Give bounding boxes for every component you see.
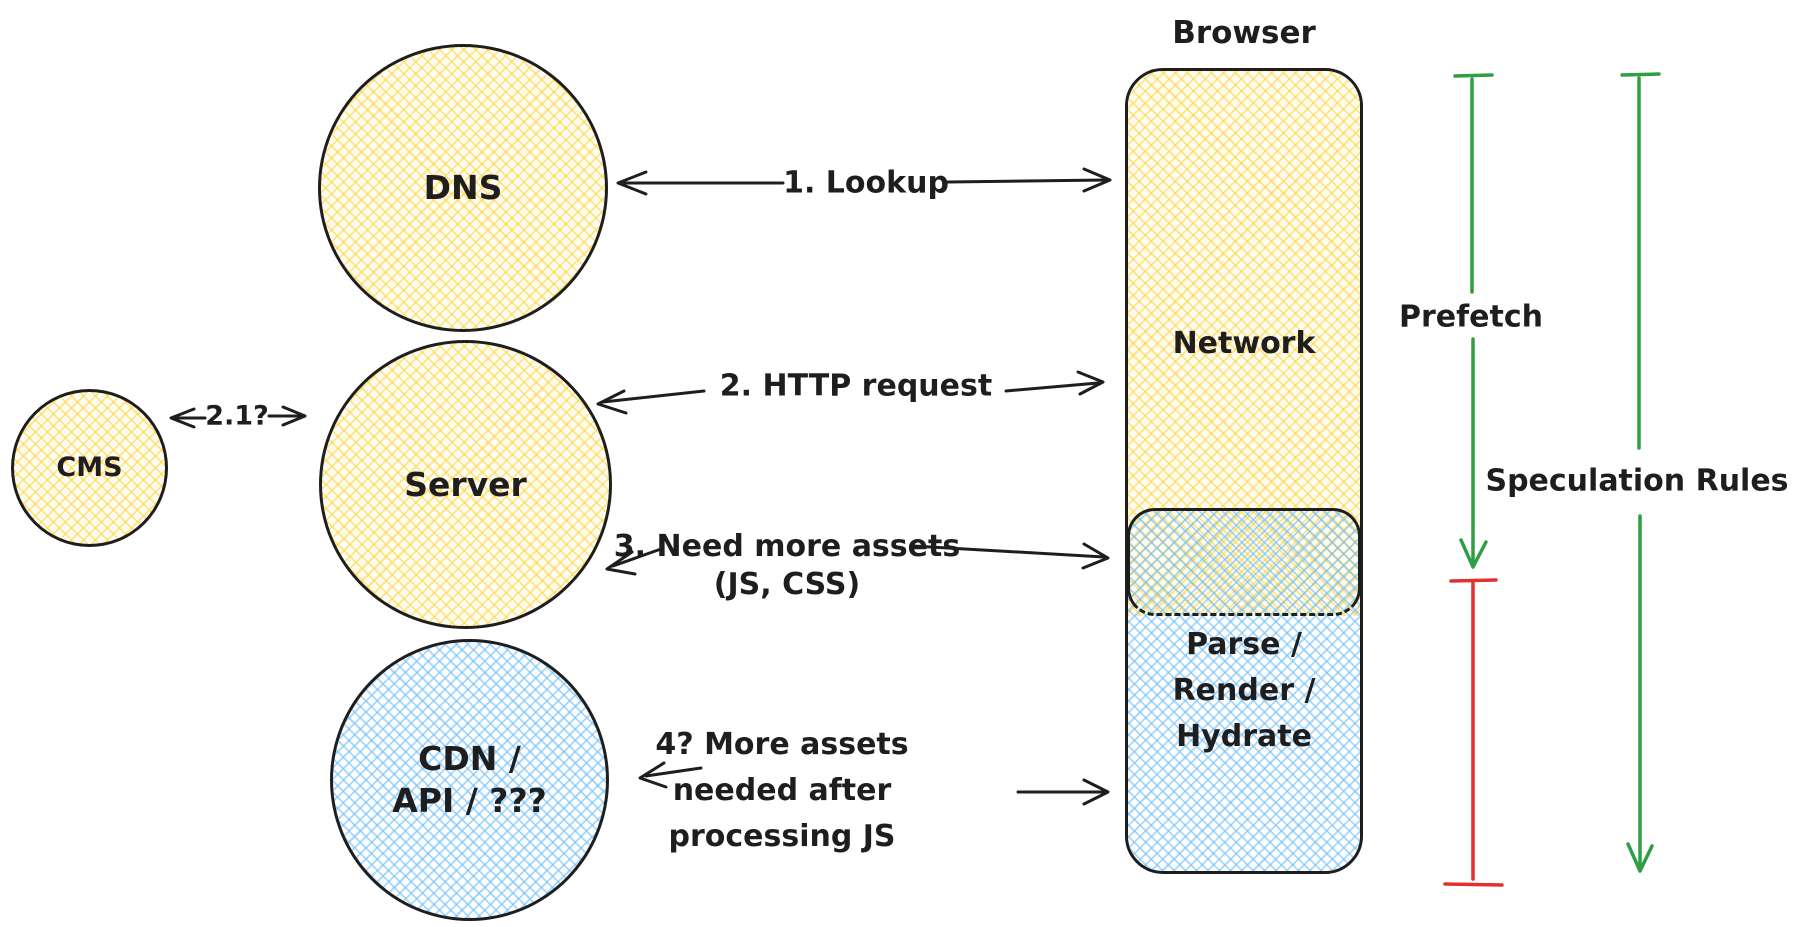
dns-label: DNS — [423, 168, 503, 207]
parse-section — [1128, 508, 1360, 871]
more-assets-line2: needed after — [672, 773, 892, 808]
more-assets-line1: 4? More assets — [655, 727, 909, 762]
parse-label-line2: Render / — [1172, 673, 1316, 708]
http-request-label: 2. HTTP request — [719, 368, 993, 404]
cms-node: CMS — [11, 389, 168, 547]
server-node: Server — [319, 340, 612, 629]
dns-node: DNS — [318, 44, 608, 332]
cms-link-label: 2.1? — [205, 400, 269, 432]
network-label: Network — [1172, 326, 1316, 361]
browser-box: Network Parse / Render / Hydrate — [1125, 68, 1363, 874]
browser-title: Browser — [1172, 15, 1316, 51]
cdn-node: CDN / API / ??? — [330, 639, 609, 921]
lookup-label: 1. Lookup — [783, 165, 949, 201]
cdn-label: CDN / API / ??? — [392, 738, 546, 822]
more-assets-line3: processing JS — [668, 819, 896, 854]
speculation-rules-label: Speculation Rules — [1485, 463, 1789, 499]
more-assets-label: 4? More assets needed after processing J… — [655, 722, 908, 860]
need-assets-line1: 3. Need more assets — [613, 529, 961, 564]
need-assets-line2: (JS, CSS) — [713, 567, 861, 602]
prefetch-boundary-outline — [1128, 508, 1360, 616]
cms-label: CMS — [56, 452, 123, 483]
red-span-line — [1443, 578, 1504, 887]
parse-label: Parse / Render / Hydrate — [1128, 622, 1360, 760]
parse-label-line3: Hydrate — [1176, 719, 1312, 754]
server-label: Server — [404, 464, 527, 504]
cdn-label-line2: API / ??? — [392, 781, 547, 820]
parse-label-line1: Parse / — [1186, 627, 1302, 662]
need-assets-label: 3. Need more assets (JS, CSS) — [614, 528, 960, 604]
cdn-label-line1: CDN / — [418, 739, 521, 778]
prefetch-label: Prefetch — [1398, 299, 1544, 335]
